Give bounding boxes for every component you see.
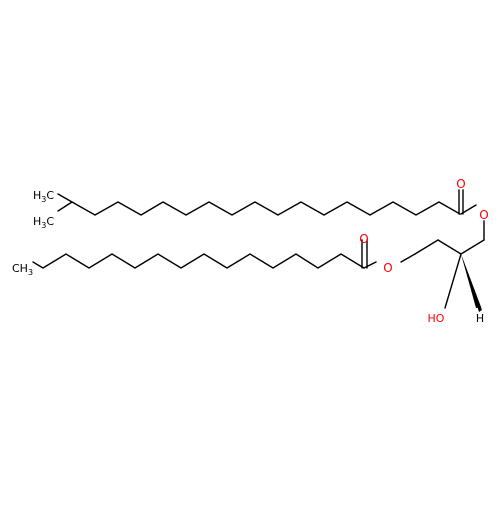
stereo-hydrogen-label: H	[476, 312, 484, 325]
upper-acyl-chain	[57, 189, 477, 216]
methyl-upper-label: H3C	[33, 189, 54, 204]
methyl-lower-label: H3C	[33, 215, 54, 230]
carbonyl-oxygen-mid: O	[359, 232, 368, 246]
carbonyl-oxygen-top: O	[456, 177, 465, 191]
lower-acyl-chain	[32, 239, 377, 269]
ester-oxygen-right: O	[479, 208, 488, 222]
terminal-methyl-label: CH3	[12, 262, 33, 277]
hydroxyl-label: HO	[428, 312, 445, 325]
ester-oxygen-mid: O	[383, 261, 392, 275]
glycerol-backbone	[400, 220, 485, 309]
